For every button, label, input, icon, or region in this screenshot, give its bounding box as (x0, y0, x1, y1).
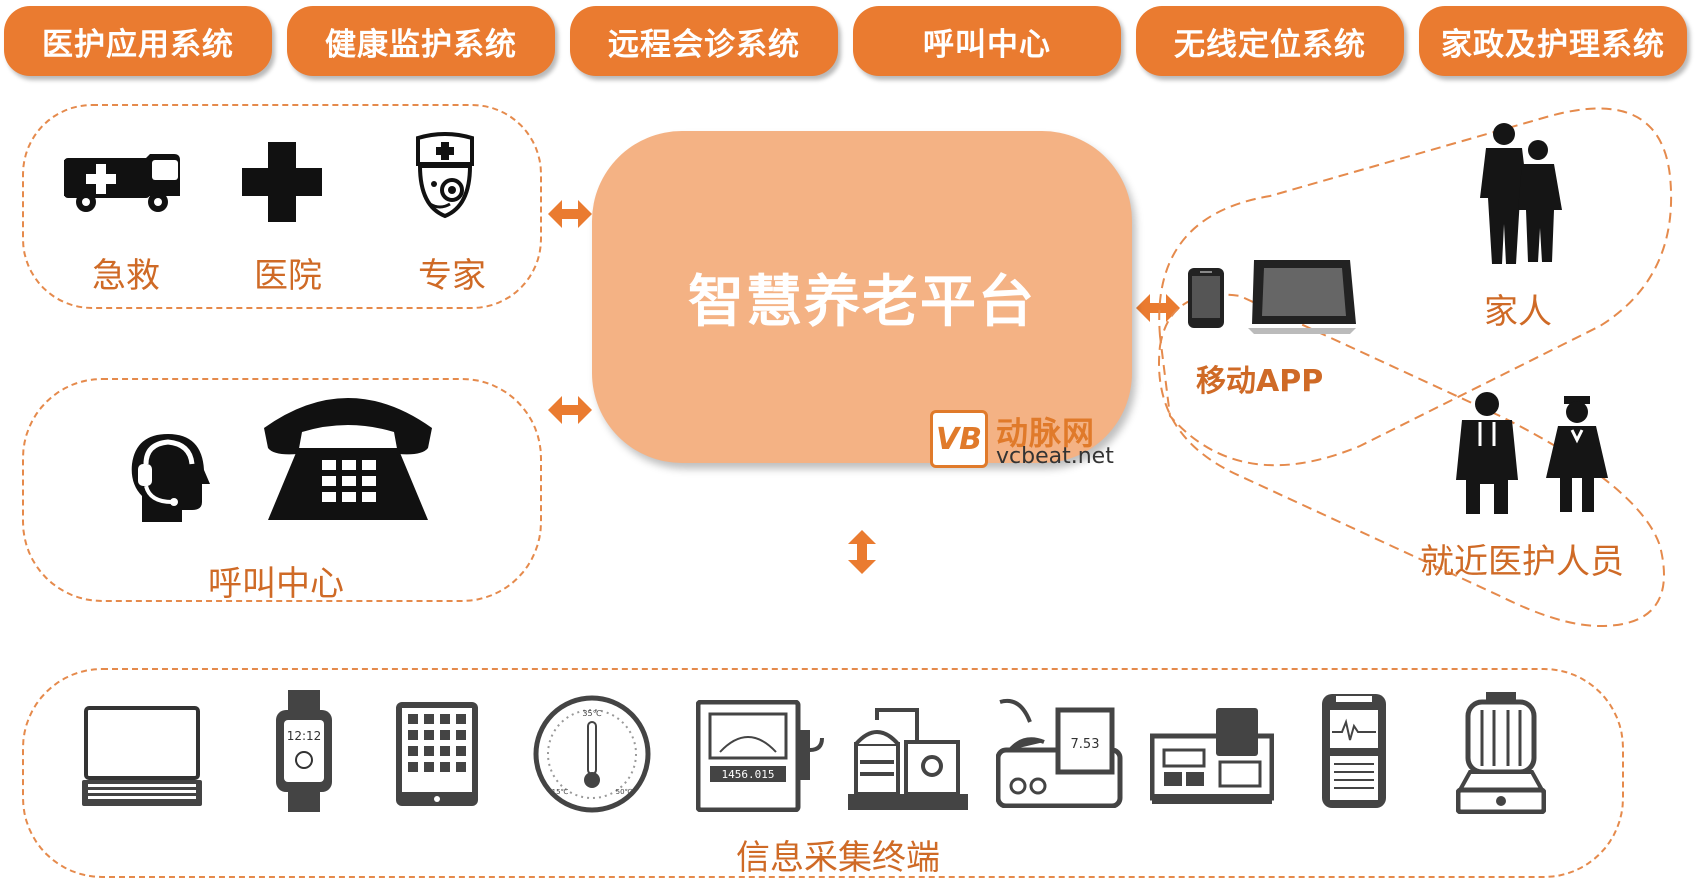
tab-label: 无线定位系统 (1174, 26, 1366, 63)
nurse-silhouette-icon (1546, 396, 1608, 512)
tab-label: 远程会诊系统 (608, 26, 800, 63)
terminals-label: 信息采集终端 (736, 838, 940, 878)
bidirectional-arrow-icon (548, 396, 592, 424)
tablet-grid-icon (396, 702, 478, 806)
ambulance-icon (64, 154, 180, 212)
tab-remote-consultation-system[interactable]: 远程会诊系统 (570, 6, 838, 76)
thermometer-dial-icon: 35℃ 15℃ 50℃ (533, 695, 651, 813)
lab-apparatus-icon (848, 708, 968, 810)
hospital-label: 医院 (254, 256, 322, 296)
tab-housekeeping-care-system[interactable]: 家政及护理系统 (1419, 6, 1687, 76)
thermo-left-label: 15℃ (552, 788, 569, 796)
telephone-icon (264, 398, 432, 520)
expert-label: 专家 (418, 256, 486, 296)
call-center-group (22, 378, 542, 602)
analyzer-icon (1150, 708, 1274, 804)
platform-title: 智慧养老平台 (688, 269, 1036, 335)
smartwatch-icon: 12:12 (276, 690, 332, 812)
tab-health-monitoring-system[interactable]: 健康监护系统 (287, 6, 555, 76)
logo-mark: VB (935, 421, 983, 457)
monitor-device-icon: 7.53 (996, 699, 1123, 808)
vertical-bidirectional-arrow-icon (848, 530, 876, 574)
mobile-app-label: 移动APP (1196, 364, 1324, 399)
family-label: 家人 (1484, 292, 1552, 332)
right-dashed-regions (1158, 107, 1673, 628)
doctor-icon (416, 132, 474, 219)
portable-monitor-icon (1322, 694, 1386, 808)
thermo-right-label: 50℃ (616, 788, 633, 796)
bidirectional-arrow-icon (548, 200, 592, 228)
tab-label: 家政及护理系统 (1441, 26, 1665, 63)
tab-wireless-location-system[interactable]: 无线定位系统 (1136, 6, 1404, 76)
headset-agent-icon (131, 434, 210, 522)
tab-label: 健康监护系统 (325, 26, 517, 63)
tablet-icon (1248, 260, 1356, 334)
thermo-top-label: 35℃ (582, 709, 601, 718)
monitor-reading: 7.53 (1071, 737, 1100, 752)
family-silhouette-icon (1480, 123, 1562, 264)
watermark-cn: 动脉网 (996, 414, 1096, 452)
medical-cross-icon (242, 142, 322, 222)
call-center-label: 呼叫中心 (208, 564, 344, 604)
medical-services-group (22, 104, 542, 309)
watermark-url: vcbeat.net (996, 444, 1114, 469)
tab-medical-app-system[interactable]: 医护应用系统 (4, 6, 272, 76)
lamp-device-icon (1456, 692, 1546, 814)
watch-time: 12:12 (287, 729, 322, 743)
vcbeat-logo-icon: VB (930, 410, 988, 468)
tab-call-center[interactable]: 呼叫中心 (853, 6, 1121, 76)
tab-label: 呼叫中心 (923, 26, 1051, 63)
smart-elderly-care-platform: 智慧养老平台 (592, 131, 1132, 463)
meter-reading: 1456.015 (722, 768, 775, 781)
smartphone-icon (1188, 268, 1224, 328)
laptop-icon (82, 706, 202, 806)
electric-meter-icon: 1456.015 (696, 700, 824, 812)
nearby-staff-label: 就近医护人员 (1420, 542, 1624, 582)
bidirectional-arrow-icon (1136, 294, 1180, 322)
doctor-silhouette-icon (1456, 392, 1518, 514)
emergency-label: 急救 (92, 256, 160, 296)
information-terminals-group (22, 668, 1624, 878)
tab-label: 医护应用系统 (42, 26, 234, 63)
